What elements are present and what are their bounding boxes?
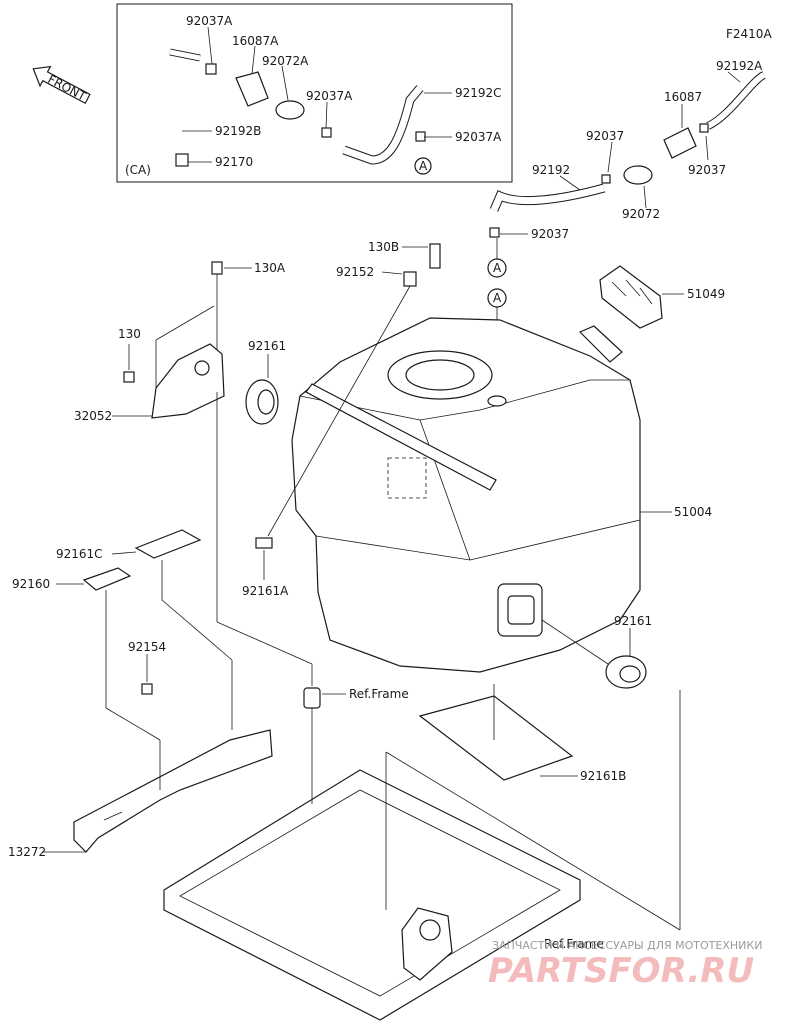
bolt-130B: [429, 243, 441, 269]
svg-text:A: A: [419, 159, 428, 173]
svg-text:A: A: [493, 291, 502, 305]
cap-51049: [599, 265, 663, 329]
support-frame: [163, 769, 581, 1021]
label-92037A-2: 92037A: [306, 89, 353, 103]
label-51049: 51049: [687, 287, 725, 301]
label-92037-1: 92037: [586, 129, 624, 143]
filter-16087A: [235, 71, 269, 107]
label-16087: 16087: [664, 90, 702, 104]
front-arrow-icon: FRONT: [32, 65, 91, 105]
label-92037A-3: 92037A: [455, 130, 502, 144]
label-92160: 92160: [12, 577, 50, 591]
label-92192C: 92192C: [455, 86, 502, 100]
label-92161-upper: 92161: [248, 339, 286, 353]
watermark-tagline: ЗАПЧАСТИ И АКСЕССУАРЫ ДЛЯ МОТОТЕХНИКИ: [492, 939, 762, 952]
label-92192A: 92192A: [716, 59, 763, 73]
holder-92072A: [275, 100, 305, 120]
figure-code: F2410A: [726, 27, 772, 41]
filler-neck: [578, 325, 623, 363]
ref-circle-inset: [414, 157, 432, 175]
label-92072: 92072: [622, 207, 660, 221]
label-92161B: 92161B: [580, 769, 626, 783]
pad-92161A: [255, 537, 273, 549]
svg-text:FRONT: FRONT: [45, 72, 88, 104]
label-92161A: 92161A: [242, 584, 289, 598]
watermark-logo: PARTSFOR.RU: [488, 951, 754, 991]
inset-variant-label: (CA): [125, 163, 151, 177]
cap-92170: [175, 153, 189, 167]
clamp-92037-lower: [489, 227, 500, 238]
clip-92152: [403, 271, 417, 287]
holder-92072: [623, 165, 653, 185]
filter-16087: [663, 127, 697, 159]
clamp-92037A-1: [205, 63, 217, 75]
label-13272: 13272: [8, 845, 46, 859]
clamp-92037A-2: [321, 127, 332, 138]
label-92037A-1: 92037A: [186, 14, 233, 28]
clamp-92037A-3: [415, 131, 426, 142]
tank-strap: [305, 383, 497, 491]
pad-92161C: [134, 529, 202, 559]
label-92037-2: 92037: [688, 163, 726, 177]
bolt-130A: [211, 261, 223, 275]
label-92072A: 92072A: [262, 54, 309, 68]
pad-92160: [82, 567, 132, 591]
inset-frame: [116, 3, 513, 183]
label-16087A: 16087A: [232, 34, 279, 48]
label-ref-frame-2: Ref.Frame: [544, 937, 604, 951]
label-51004: 51004: [674, 505, 712, 519]
svg-text:A: A: [493, 261, 502, 275]
label-32052: 32052: [74, 409, 112, 423]
label-92161-lower: 92161: [614, 614, 652, 628]
label-92170: 92170: [215, 155, 253, 169]
label-130B: 130B: [368, 240, 399, 254]
label-92161C: 92161C: [56, 547, 103, 561]
clamp-92037-right: [699, 123, 709, 133]
label-92152: 92152: [336, 265, 374, 279]
label-92192B: 92192B: [215, 124, 261, 138]
bolt-130: [123, 371, 135, 383]
bracket-13272: [73, 729, 273, 853]
clamp-92037-left: [601, 174, 611, 184]
label-92154: 92154: [128, 640, 166, 654]
label-92192: 92192: [532, 163, 570, 177]
frame-nut: [303, 687, 321, 709]
pad-92161B: [418, 695, 574, 781]
label-ref-frame-1: Ref.Frame: [349, 687, 409, 701]
label-130: 130: [118, 327, 141, 341]
bolt-92154: [141, 683, 153, 695]
fuel-tank-51004: [291, 317, 641, 673]
bracket-32052: [151, 343, 225, 419]
label-92037-3: 92037: [531, 227, 569, 241]
label-130A: 130A: [254, 261, 286, 275]
